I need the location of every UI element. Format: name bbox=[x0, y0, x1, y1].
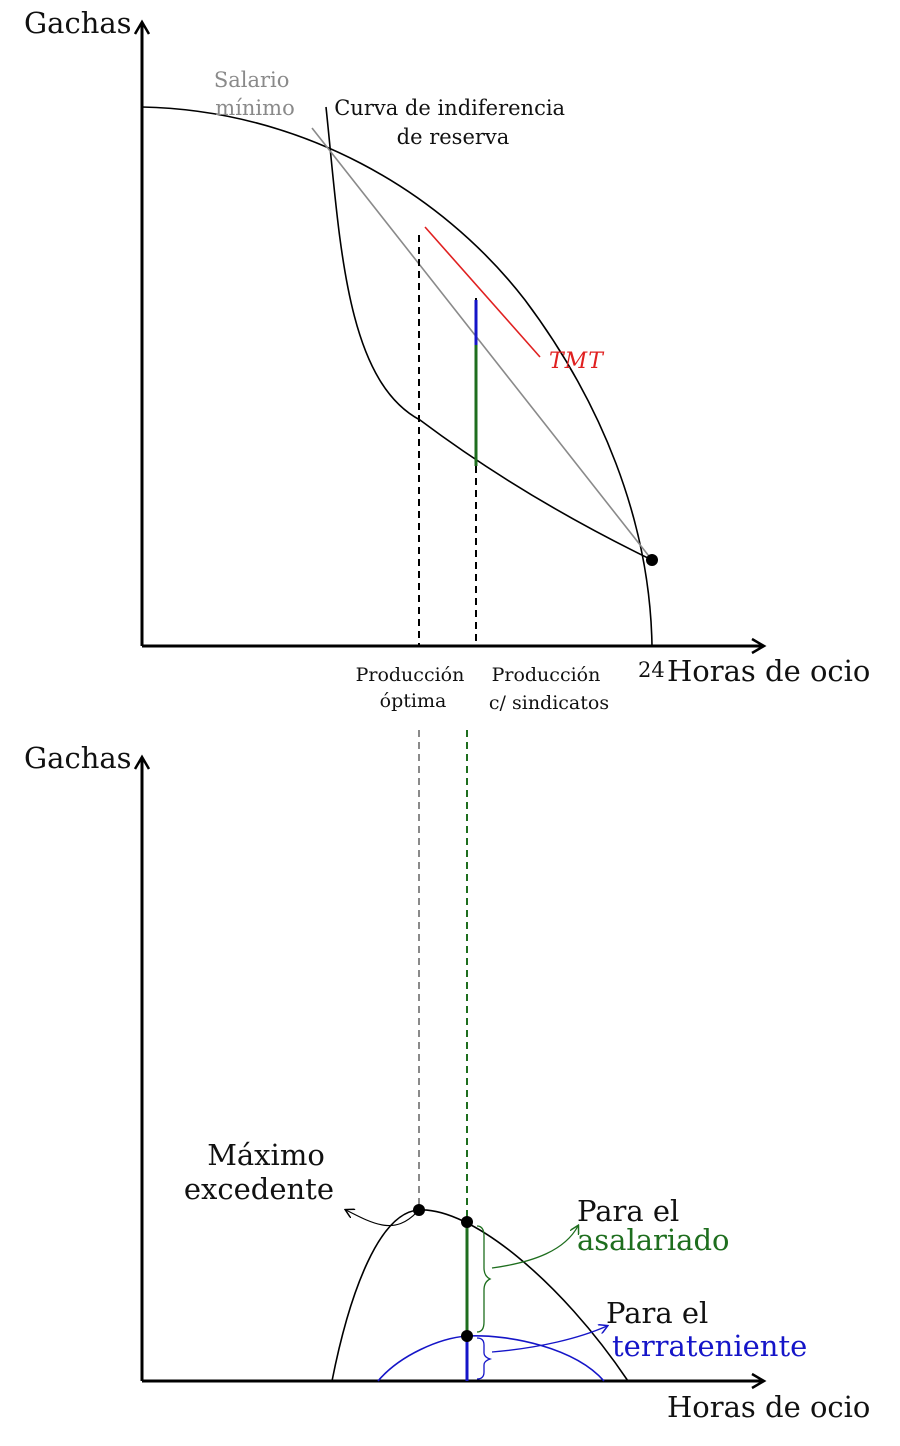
top-production-frontier bbox=[141, 106, 653, 647]
landowner-label: Para el terrateniente bbox=[606, 1296, 807, 1363]
bottom-x-axis-label: Horas de ocio bbox=[667, 1390, 870, 1424]
top-x-axis-arrowhead bbox=[751, 637, 767, 655]
union-landowner-point bbox=[461, 1330, 473, 1342]
max-surplus-label: Máximo excedente bbox=[184, 1138, 334, 1206]
top-x-axis-label: Horas de ocio bbox=[667, 654, 870, 688]
landowner-label-arrow bbox=[491, 1326, 607, 1353]
reserve-indifference-curve bbox=[325, 106, 653, 561]
minimum-wage-line bbox=[311, 127, 653, 561]
bottom-panel: Gachas Horas de ocio Máximo excedente Pa… bbox=[24, 741, 870, 1424]
landowner-surplus-curve bbox=[377, 1335, 605, 1382]
max-surplus-arrow bbox=[346, 1210, 418, 1227]
worker-label: Para el asalariado bbox=[577, 1194, 729, 1257]
mrt-label: TMT bbox=[549, 349, 605, 374]
top-y-axis-arrowhead bbox=[133, 19, 151, 35]
optimal-production-label: Producción óptima bbox=[356, 664, 471, 712]
top-panel: Gachas Horas de ocio 24 Salario mínimo C… bbox=[24, 6, 870, 714]
reserve-curve-label: Curva de indiferencia de reserva bbox=[334, 96, 572, 149]
mrt-tangent-line bbox=[424, 226, 541, 358]
union-total-point bbox=[461, 1216, 473, 1228]
bottom-y-axis-arrowhead bbox=[133, 754, 151, 770]
endowment-point bbox=[646, 554, 658, 566]
bottom-x-axis-arrowhead bbox=[751, 1372, 767, 1390]
top-y-axis-label: Gachas bbox=[24, 6, 132, 40]
union-production-label: Producción c/ sindicatos bbox=[489, 664, 609, 714]
worker-label-arrow bbox=[491, 1226, 578, 1269]
landowner-share-brace bbox=[476, 1337, 493, 1380]
minimum-wage-label: Salario mínimo bbox=[214, 68, 296, 120]
top-x-max-label: 24 bbox=[638, 658, 665, 682]
worker-share-brace bbox=[476, 1225, 492, 1333]
bottom-y-axis-label: Gachas bbox=[24, 741, 132, 775]
